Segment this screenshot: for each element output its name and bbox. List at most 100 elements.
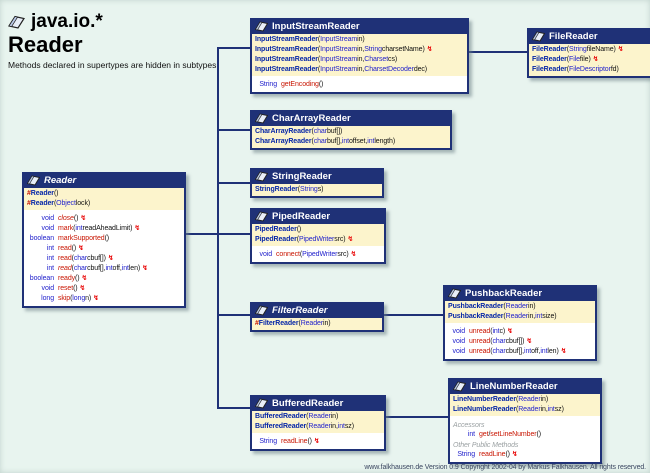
member-text: () (296, 226, 302, 233)
member-text: charsetName) (381, 46, 425, 53)
protected-marker: # (255, 320, 259, 327)
connector-inputstreamreader-to-filereader (465, 51, 527, 53)
member-row: FileReader (File file)↯ (529, 55, 650, 65)
method-name: readLine (281, 438, 308, 445)
return-type: int (46, 255, 54, 262)
member-text: in, (357, 66, 365, 73)
member-text: ( (490, 338, 493, 345)
method-name: unread (469, 338, 491, 345)
method-name: readLine (479, 451, 506, 458)
member-text: ( (566, 66, 570, 73)
throws-icon: ↯ (134, 224, 141, 232)
member-text: ( (299, 251, 303, 258)
package-title-row: java.io.* (8, 12, 216, 32)
constructor-name: FilterReader (258, 320, 299, 327)
param-type: InputStream (320, 46, 358, 53)
class-title: PipedReader (272, 211, 331, 222)
class-header: PipedReader (252, 210, 384, 224)
constructor-name: FileReader (532, 46, 567, 53)
class-title: PushbackReader (465, 288, 543, 299)
param-type: Charset (364, 56, 389, 63)
package-icon (8, 15, 25, 29)
method-name: markSupported (58, 235, 105, 242)
member-text: ( (566, 46, 570, 53)
throws-icon: ↯ (426, 45, 433, 53)
member-text: () (53, 190, 59, 197)
return-type: int (46, 265, 54, 272)
constructor-name: Reader (30, 200, 54, 207)
method-name: skip (58, 295, 71, 302)
param-type: int (105, 265, 113, 272)
member-row: BufferedReader (Reader in) (252, 412, 384, 422)
method-name: unread (469, 328, 491, 335)
member-text: ( (515, 406, 519, 413)
param-type: char (492, 338, 506, 345)
member-text: in) (528, 303, 536, 310)
return-type: void (41, 215, 55, 222)
member-text: readAheadLimit) (82, 225, 133, 232)
return-type: void (41, 285, 55, 292)
member-row: CharArrayReader (char buf[], int offset,… (252, 137, 450, 147)
constructor-section: PipedReader ()PipedReader (PipedWriter s… (252, 224, 384, 246)
class-icon (255, 305, 268, 316)
class-box-reader: Reader# Reader ()# Reader (Object lock)v… (22, 172, 186, 308)
param-type: int (75, 225, 83, 232)
class-icon (255, 398, 268, 409)
throws-icon: ↯ (79, 284, 86, 292)
param-type: String (364, 46, 382, 53)
return-type: String (259, 81, 277, 88)
member-text: () (73, 215, 79, 222)
param-type: Reader (518, 396, 541, 403)
param-type: int (367, 138, 375, 145)
class-title: InputStreamReader (272, 21, 360, 32)
member-text: () (75, 275, 80, 282)
member-row: InputStreamReader (InputStream in) (252, 35, 467, 45)
param-type: char (492, 348, 506, 355)
constructor-name: Reader (30, 190, 54, 197)
constructor-name: FileReader (532, 56, 567, 63)
member-text: ( (297, 186, 300, 193)
member-text: in, (357, 56, 365, 63)
method-name: unread (469, 348, 491, 355)
member-row: PipedReader (PipedWriter src)↯ (252, 235, 384, 245)
member-text: cbuf[], (505, 348, 525, 355)
member-text: () (505, 451, 510, 458)
return-type: String (457, 451, 475, 458)
throws-icon: ↯ (93, 294, 99, 302)
member-text: ( (53, 200, 57, 207)
member-text: cs) (388, 56, 398, 63)
member-text: in, (528, 313, 536, 320)
class-icon (255, 211, 268, 222)
member-text: dec) (413, 66, 428, 73)
throws-icon: ↯ (560, 347, 567, 355)
constructor-section: PushbackReader (Reader in)PushbackReader… (445, 301, 595, 323)
member-text: cbuf[]) (87, 255, 106, 262)
member-text: ( (71, 255, 74, 262)
param-type: InputStream (320, 56, 358, 63)
param-type: String (300, 186, 318, 193)
member-text: buf[]) (326, 128, 343, 135)
member-text: ( (311, 138, 314, 145)
class-icon (532, 31, 545, 42)
connector-bufferedreader-to-linenumberreader (382, 416, 448, 418)
class-header: PushbackReader (445, 287, 595, 301)
protected-marker: # (27, 200, 31, 207)
param-type: int (337, 423, 345, 430)
method-name: read (58, 255, 72, 262)
return-type: void (259, 251, 273, 258)
throws-icon: ↯ (347, 235, 354, 243)
member-text: lock) (75, 200, 91, 207)
